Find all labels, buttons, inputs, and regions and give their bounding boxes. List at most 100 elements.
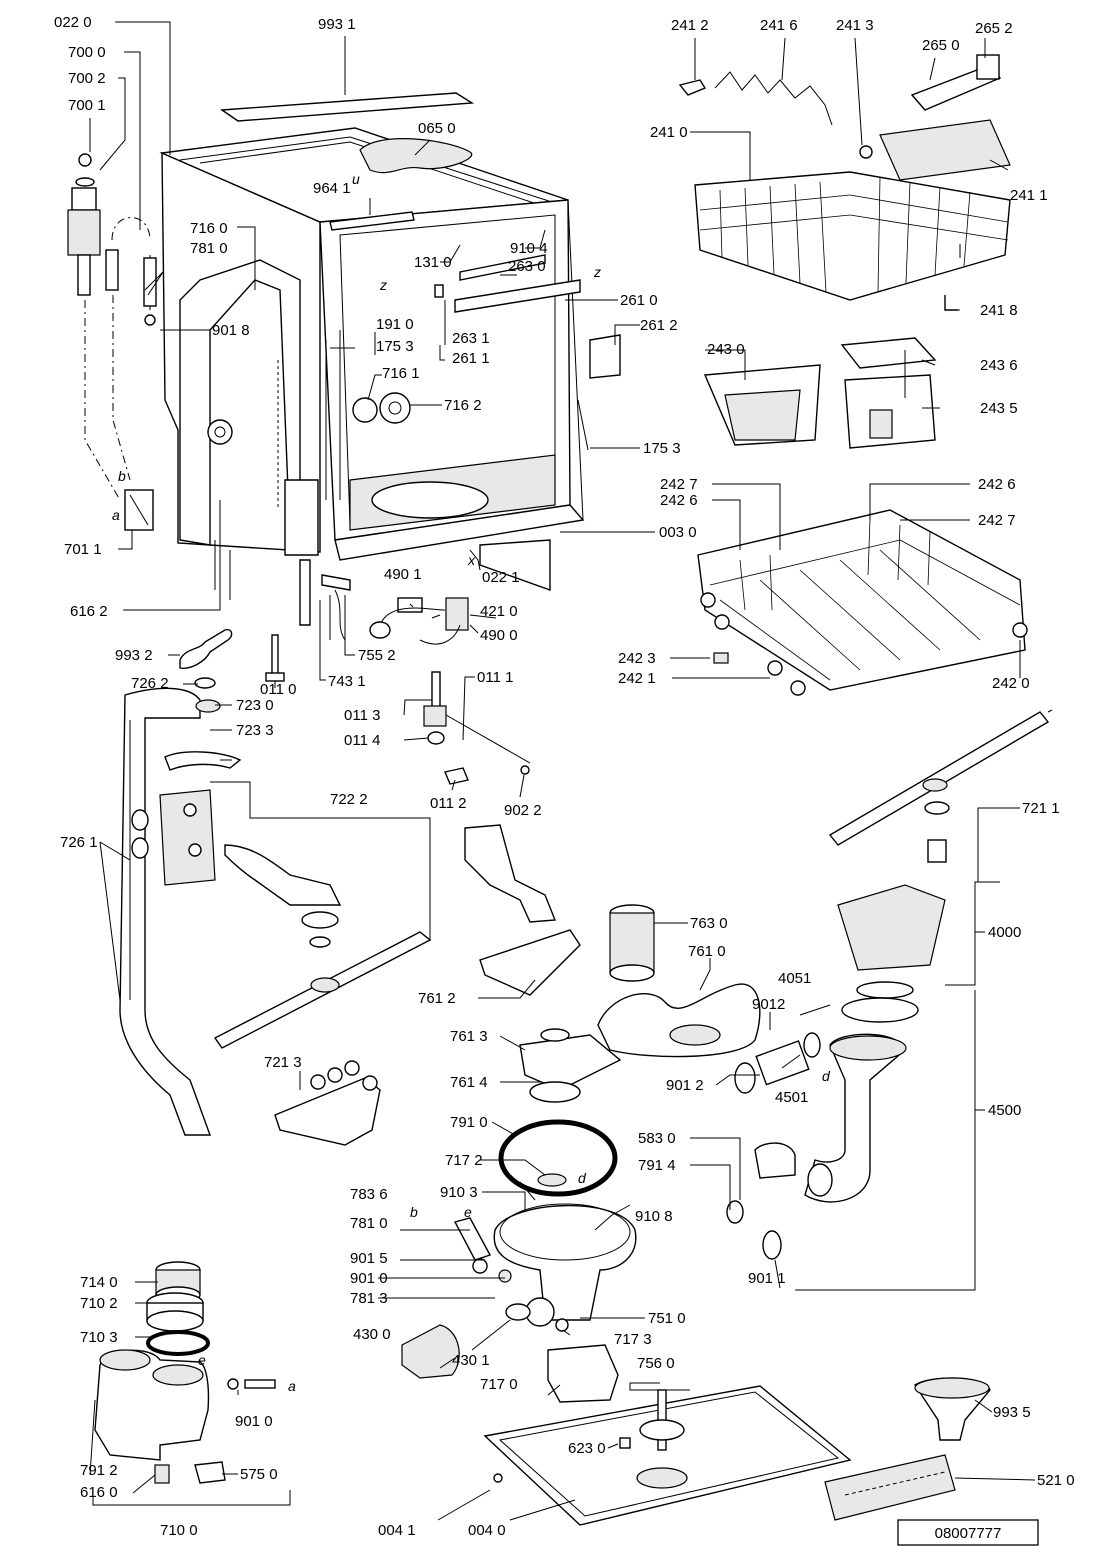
sump-housing-751-0 — [493, 1204, 637, 1321]
water-duct-group — [119, 677, 432, 1146]
part-label: 191 0 — [376, 316, 414, 333]
inlet-valve-group — [67, 153, 157, 531]
part-label: 721 1 — [1022, 800, 1060, 817]
part-label: 243 5 — [980, 400, 1018, 417]
part-label: 743 1 — [328, 673, 366, 690]
part-label: 901 5 — [350, 1250, 388, 1267]
connection-letter: e — [198, 1352, 206, 1368]
leg-assembly — [423, 671, 531, 785]
part-label: 791 0 — [450, 1114, 488, 1131]
part-label: 901 2 — [666, 1077, 704, 1094]
base-plate-004-0 — [483, 1385, 852, 1526]
connection-letter: u — [352, 171, 360, 187]
foot-screw — [265, 634, 285, 682]
connection-letter: x — [467, 552, 476, 568]
part-label: 011 2 — [430, 795, 466, 812]
connection-letter: a — [112, 507, 120, 523]
part-label: 791 4 — [638, 1157, 676, 1174]
part-label: 421 0 — [480, 603, 518, 620]
part-label: 9012 — [752, 996, 785, 1013]
part-label: 781 0 — [190, 240, 228, 257]
part-label: 716 1 — [382, 365, 420, 382]
part-label: 022 0 — [54, 14, 92, 31]
doc-number: 08007777 — [935, 1525, 1002, 1542]
part-label: 910 4 — [510, 240, 548, 257]
sump-area — [401, 824, 946, 1403]
part-label: 756 0 — [637, 1355, 675, 1372]
wrench-tool — [179, 628, 233, 669]
part-label: 714 0 — [80, 1274, 118, 1291]
part-label: 490 1 — [384, 566, 422, 583]
heater-block-4000 — [837, 884, 946, 971]
part-label: 710 2 — [80, 1295, 118, 1312]
part-label: 726 1 — [60, 834, 98, 851]
part-label: 723 3 — [236, 722, 274, 739]
part-label: 902 2 — [504, 802, 542, 819]
part-label: 175 3 — [376, 338, 414, 355]
part-label: 011 1 — [477, 669, 513, 686]
upper-dish-basket-241-0 — [694, 171, 1011, 301]
part-label: 265 2 — [975, 20, 1013, 37]
electrical-components — [369, 597, 469, 645]
part-label: 901 8 — [212, 322, 250, 339]
part-label: 783 6 — [350, 1186, 388, 1203]
part-label: 241 0 — [650, 124, 688, 141]
part-label: 755 2 — [358, 647, 396, 664]
part-label: 717 0 — [480, 1376, 518, 1393]
connection-letters: b a z z x u e d d b e a — [112, 171, 831, 1394]
wire-rack-241-6 — [714, 71, 833, 126]
part-label: 242 6 — [978, 476, 1016, 493]
part-label: 717 2 — [445, 1152, 483, 1169]
part-label: 265 0 — [922, 37, 960, 54]
part-labels: 022 0 700 0 700 2 700 1 993 1 065 0 964 … — [54, 14, 1075, 1539]
part-label: 723 0 — [236, 697, 274, 714]
part-label: 901 0 — [350, 1270, 388, 1287]
part-label: 575 0 — [240, 1466, 278, 1483]
part-label: 710 3 — [80, 1329, 118, 1346]
lower-basket-group — [697, 509, 1028, 696]
part-label: 964 1 — [313, 180, 351, 197]
part-label: 700 1 — [68, 97, 106, 114]
part-label: 430 0 — [353, 1326, 391, 1343]
part-label: 243 6 — [980, 357, 1018, 374]
part-label: 4501 — [775, 1089, 808, 1106]
part-label: 701 1 — [64, 541, 102, 558]
part-label: 241 6 — [760, 17, 798, 34]
part-label: 717 3 — [614, 1331, 652, 1348]
connection-letter: b — [118, 468, 126, 484]
part-label: 263 0 — [508, 258, 546, 275]
connection-letter: a — [288, 1378, 296, 1394]
part-label: 065 0 — [418, 120, 456, 137]
connection-letter: d — [822, 1068, 831, 1084]
part-label: 700 0 — [68, 44, 106, 61]
part-label: 583 0 — [638, 1130, 676, 1147]
part-label: 726 2 — [131, 675, 169, 692]
part-label: 490 0 — [480, 627, 518, 644]
part-label: 011 3 — [344, 707, 380, 724]
part-label: 761 2 — [418, 990, 456, 1007]
part-label: 011 0 — [260, 681, 296, 698]
part-label: 761 3 — [450, 1028, 488, 1045]
part-label: 781 3 — [350, 1290, 388, 1307]
connection-letter: d — [578, 1170, 587, 1186]
part-label: 763 0 — [690, 915, 728, 932]
part-label: 242 1 — [618, 670, 656, 687]
part-label: 791 2 — [80, 1462, 118, 1479]
upper-spray-arm-721-1 — [828, 709, 1053, 863]
part-label: 716 0 — [190, 220, 228, 237]
leader-lines — [89, 21, 1036, 1521]
part-label: 910 8 — [635, 1208, 673, 1225]
part-label: 004 1 — [378, 1522, 416, 1539]
distributor-block — [159, 789, 216, 886]
part-label: 241 3 — [836, 17, 874, 34]
upper-duct-761 — [464, 824, 557, 923]
part-label: 901 0 — [235, 1413, 273, 1430]
water-duct-726-1 — [119, 687, 211, 1136]
part-label: 781 0 — [350, 1215, 388, 1232]
part-label: 4000 — [988, 924, 1021, 941]
part-label: 011 4 — [344, 732, 380, 749]
connection-letter: z — [593, 264, 601, 280]
part-label: 910 3 — [440, 1184, 478, 1201]
part-label: 4051 — [778, 970, 811, 987]
